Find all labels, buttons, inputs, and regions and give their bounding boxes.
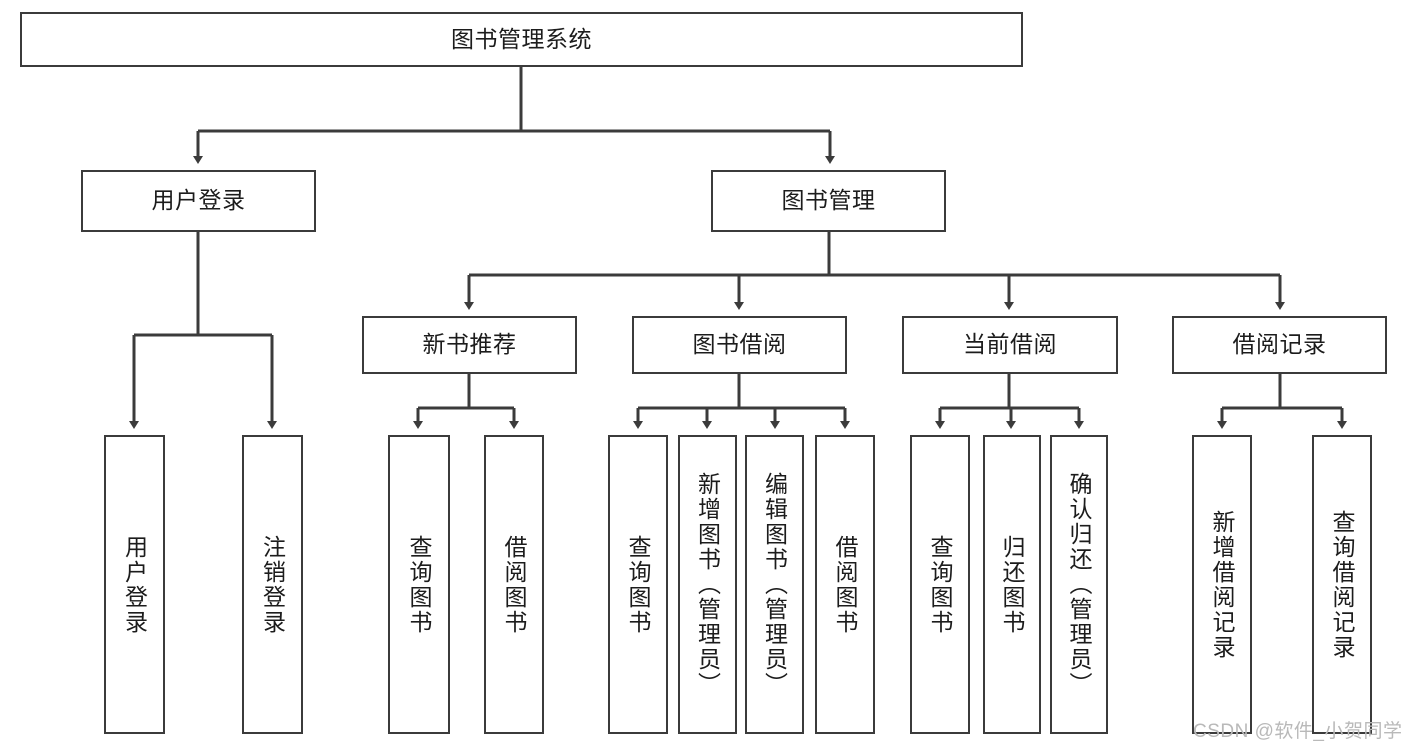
leaf-query-book-current[interactable]: 查询图书 <box>910 435 970 734</box>
node-user-login[interactable]: 用户登录 <box>81 170 316 232</box>
node-book-management[interactable]: 图书管理 <box>711 170 946 232</box>
node-book-borrow[interactable]: 图书借阅 <box>632 316 847 374</box>
node-user-login-label: 用户登录 <box>151 187 246 214</box>
node-root[interactable]: 图书管理系统 <box>20 12 1023 67</box>
leaf-return-book[interactable]: 归还图书 <box>983 435 1041 734</box>
leaf-query-borrow-record[interactable]: 查询借阅记录 <box>1312 435 1372 734</box>
leaf-return-book-label: 归还图书 <box>999 534 1026 635</box>
leaf-add-borrow-record-label: 新增借阅记录 <box>1209 509 1236 660</box>
node-borrow-record-label: 借阅记录 <box>1232 331 1327 358</box>
leaf-edit-book-admin-label: 编辑图书（管理员） <box>761 472 788 697</box>
leaf-add-borrow-record[interactable]: 新增借阅记录 <box>1192 435 1252 734</box>
node-borrow-record[interactable]: 借阅记录 <box>1172 316 1387 374</box>
leaf-user-login-label: 用户登录 <box>121 534 148 635</box>
leaf-user-login[interactable]: 用户登录 <box>104 435 165 734</box>
leaf-add-book-admin[interactable]: 新增图书（管理员） <box>678 435 737 734</box>
leaf-query-book-recommend[interactable]: 查询图书 <box>388 435 450 734</box>
leaf-query-borrow-record-label: 查询借阅记录 <box>1329 509 1356 660</box>
leaf-query-book-borrow-label: 查询图书 <box>625 534 652 635</box>
leaf-confirm-return-admin[interactable]: 确认归还（管理员） <box>1050 435 1108 734</box>
leaf-confirm-return-admin-label: 确认归还（管理员） <box>1066 472 1093 697</box>
node-book-management-label: 图书管理 <box>781 187 876 214</box>
leaf-borrow-book-recommend-label: 借阅图书 <box>501 534 528 635</box>
leaf-add-book-admin-label: 新增图书（管理员） <box>694 472 721 697</box>
leaf-query-book-borrow[interactable]: 查询图书 <box>608 435 668 734</box>
leaf-borrow-book-label: 借阅图书 <box>832 534 859 635</box>
node-current-borrow[interactable]: 当前借阅 <box>902 316 1118 374</box>
node-new-book-recommend[interactable]: 新书推荐 <box>362 316 577 374</box>
leaf-edit-book-admin[interactable]: 编辑图书（管理员） <box>745 435 804 734</box>
leaf-logout-label: 注销登录 <box>259 534 286 635</box>
node-book-borrow-label: 图书借阅 <box>692 331 787 358</box>
leaf-logout[interactable]: 注销登录 <box>242 435 303 734</box>
node-current-borrow-label: 当前借阅 <box>963 331 1057 358</box>
leaf-query-book-recommend-label: 查询图书 <box>406 534 433 635</box>
leaf-borrow-book-recommend[interactable]: 借阅图书 <box>484 435 544 734</box>
node-new-book-recommend-label: 新书推荐 <box>422 331 517 358</box>
leaf-borrow-book[interactable]: 借阅图书 <box>815 435 875 734</box>
watermark: CSDN @软件_小贺同学 <box>1193 721 1403 742</box>
node-root-label: 图书管理系统 <box>451 25 592 52</box>
leaf-query-book-current-label: 查询图书 <box>927 534 954 635</box>
